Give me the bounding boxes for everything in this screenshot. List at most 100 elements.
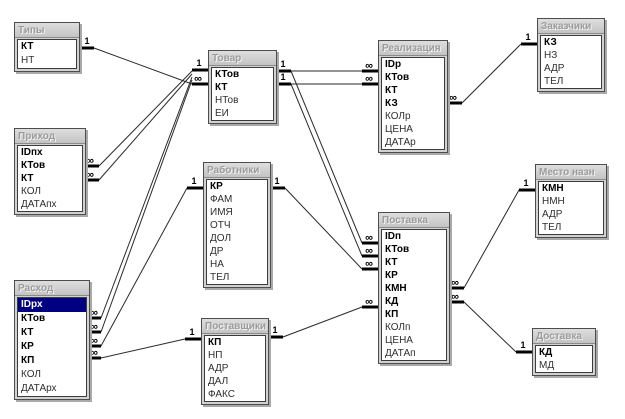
field-row[interactable]: ДАТАп bbox=[385, 348, 416, 359]
table-title[interactable]: Работники bbox=[204, 163, 270, 178]
table-title[interactable]: Товар bbox=[209, 51, 276, 66]
field-row[interactable]: IDрх bbox=[18, 298, 86, 312]
field-row[interactable]: КМН bbox=[385, 283, 407, 294]
field-row[interactable]: НТ bbox=[21, 55, 35, 66]
field-row[interactable]: ОТЧ bbox=[210, 220, 231, 231]
field-row[interactable]: КТ bbox=[21, 327, 34, 338]
field-row[interactable]: ТЕЛ bbox=[542, 222, 562, 233]
field-row[interactable]: АДР bbox=[208, 363, 229, 374]
field-row[interactable]: КОЛ bbox=[21, 186, 41, 197]
cardinality-label: 1 bbox=[272, 325, 277, 335]
field-row[interactable]: КП bbox=[21, 355, 35, 366]
relationship-line[interactable] bbox=[93, 47, 193, 85]
field-row[interactable]: АДР bbox=[542, 209, 563, 220]
field-row[interactable]: КР bbox=[21, 341, 34, 352]
field-row[interactable]: НП bbox=[208, 350, 223, 361]
field-row[interactable]: КМН bbox=[542, 183, 564, 194]
table-field-list: КЗ НЗ АДР ТЕЛ bbox=[540, 35, 602, 89]
table-title[interactable]: Поставщики bbox=[202, 319, 268, 334]
field-row[interactable]: КОЛр bbox=[385, 111, 411, 122]
field-row[interactable]: КОЛ bbox=[21, 369, 41, 380]
field-row[interactable]: ДАТАпх bbox=[21, 199, 57, 210]
field-row[interactable]: IDр bbox=[385, 59, 402, 70]
relationship-line[interactable] bbox=[100, 338, 186, 359]
relationship-line[interactable] bbox=[284, 187, 363, 270]
field-row[interactable]: НА bbox=[210, 259, 224, 270]
relationship-line[interactable] bbox=[463, 301, 517, 353]
table-title[interactable]: Расход bbox=[15, 281, 89, 296]
table-title[interactable]: Доставка bbox=[533, 329, 595, 344]
relationship-line[interactable] bbox=[290, 83, 363, 257]
relationship-line[interactable] bbox=[98, 73, 193, 181]
cardinality-label: 1 bbox=[196, 58, 201, 68]
cardinality-label: ∞ bbox=[365, 245, 373, 257]
field-row[interactable]: ДР bbox=[210, 246, 224, 257]
field-row[interactable]: КТов bbox=[385, 244, 410, 255]
field-row[interactable]: ДАТАр bbox=[385, 137, 416, 148]
field-row[interactable]: IDпх bbox=[21, 147, 43, 158]
table-title[interactable]: Место назн bbox=[536, 165, 606, 180]
field-row[interactable]: КОЛп bbox=[385, 322, 411, 333]
field-row[interactable]: КТов bbox=[215, 69, 240, 80]
field-row[interactable]: КТ bbox=[21, 173, 34, 184]
field-row[interactable]: КЗ bbox=[385, 98, 398, 109]
field-row[interactable]: НМН bbox=[542, 196, 565, 207]
table-title[interactable]: Типы bbox=[15, 23, 79, 38]
field-row[interactable]: ТЕЛ bbox=[210, 272, 230, 283]
relationship-line[interactable] bbox=[100, 79, 193, 333]
field-row[interactable]: КТ bbox=[21, 41, 34, 52]
relationship-line[interactable] bbox=[463, 189, 520, 289]
table-title[interactable]: Приход bbox=[15, 129, 85, 144]
field-row[interactable]: КТ bbox=[385, 85, 398, 96]
field-row[interactable]: ИМЯ bbox=[210, 207, 233, 218]
field-row[interactable]: ЦЕНА bbox=[385, 124, 413, 135]
relationship-line[interactable] bbox=[282, 306, 363, 338]
field-row[interactable]: КД bbox=[539, 347, 553, 358]
cardinality-label: ∞ bbox=[90, 335, 98, 347]
relationship-line[interactable] bbox=[100, 76, 193, 319]
relationship-line[interactable] bbox=[100, 187, 188, 347]
field-row[interactable]: НЗ bbox=[544, 50, 558, 61]
field-row[interactable]: КП bbox=[208, 337, 222, 348]
field-row[interactable]: ФАКС bbox=[208, 389, 235, 400]
field-row[interactable]: НТов bbox=[215, 95, 239, 106]
table-title[interactable]: Поставка bbox=[379, 213, 449, 228]
field-row[interactable]: КТ bbox=[215, 82, 228, 93]
field-row[interactable]: ДОЛ bbox=[210, 233, 232, 244]
relationship-line[interactable] bbox=[290, 70, 363, 244]
relationship-line[interactable] bbox=[98, 70, 193, 167]
table-title[interactable]: Реализация bbox=[379, 41, 447, 56]
field-row[interactable]: МД bbox=[539, 360, 555, 371]
cardinality-label: ∞ bbox=[365, 232, 373, 244]
field-row[interactable]: КП bbox=[385, 309, 399, 320]
field-row[interactable]: ТЕЛ bbox=[544, 76, 564, 87]
relationship-line[interactable] bbox=[461, 43, 522, 104]
field-row[interactable]: КТов bbox=[21, 313, 46, 324]
field-row[interactable]: КР bbox=[385, 270, 398, 281]
table-title[interactable]: Заказчики bbox=[538, 19, 604, 34]
field-row[interactable]: АДР bbox=[544, 63, 565, 74]
field-row[interactable]: ЦЕНА bbox=[385, 335, 413, 346]
field-row[interactable]: ДАТАрх bbox=[21, 383, 57, 394]
field-row[interactable]: КТов bbox=[385, 72, 410, 83]
field-row[interactable]: ФАМ bbox=[210, 194, 233, 205]
field-row[interactable]: КТ bbox=[385, 257, 398, 268]
field-row[interactable]: КР bbox=[210, 181, 223, 192]
field-row[interactable]: КТов bbox=[21, 160, 46, 171]
field-row[interactable]: ЕИ bbox=[215, 108, 229, 119]
field-row[interactable]: ДАЛ bbox=[208, 376, 229, 387]
field-row[interactable]: КЗ bbox=[544, 37, 557, 48]
field-row[interactable]: IDп bbox=[385, 231, 402, 242]
field-row[interactable]: КД bbox=[385, 296, 399, 307]
